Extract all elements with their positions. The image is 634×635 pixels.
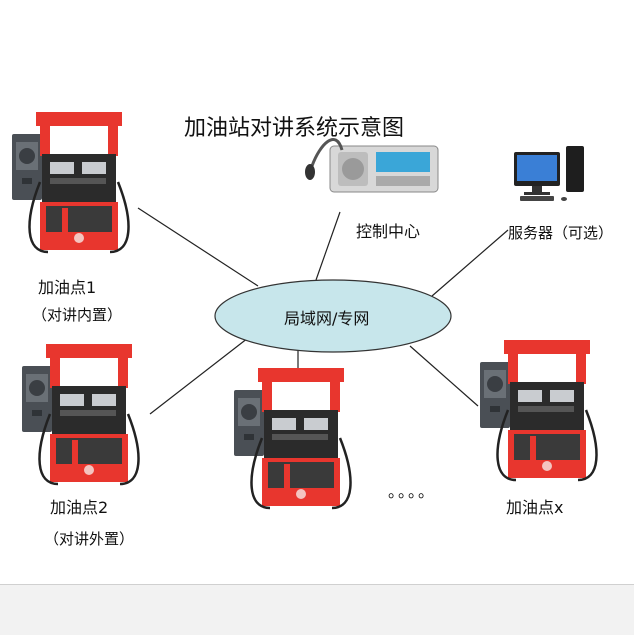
fuel-dispenser-icon bbox=[478, 338, 598, 482]
fuel-dispenser-icon bbox=[20, 342, 140, 486]
diagram-title: 加油站对讲系统示意图 bbox=[184, 116, 405, 141]
station-2-note: （对讲外置） bbox=[44, 530, 135, 548]
control-center-label: 控制中心 bbox=[356, 222, 421, 241]
fuel-dispenser-icon bbox=[232, 366, 352, 510]
network-label: 局域网/专网 bbox=[284, 309, 370, 328]
ellipsis: 。。。。 bbox=[388, 482, 437, 501]
fuel-dispenser-icon bbox=[10, 110, 130, 254]
network-ellipse bbox=[214, 279, 452, 353]
computer-icon bbox=[514, 146, 584, 201]
line-station-x bbox=[409, 345, 479, 407]
server-label: 服务器（可选） bbox=[508, 224, 614, 242]
station-2-label: 加油点2 bbox=[50, 498, 109, 517]
station-x-label: 加油点x bbox=[506, 498, 564, 517]
station-1-note: （对讲内置） bbox=[32, 306, 123, 324]
line-station-1 bbox=[137, 207, 259, 287]
connection-lines bbox=[137, 207, 509, 415]
intercom-console-icon bbox=[303, 137, 440, 194]
bottom-bar bbox=[0, 584, 634, 635]
line-control-center bbox=[315, 211, 341, 281]
line-station-2 bbox=[149, 337, 249, 415]
line-server bbox=[431, 229, 509, 297]
station-1-label: 加油点1 bbox=[38, 278, 97, 297]
